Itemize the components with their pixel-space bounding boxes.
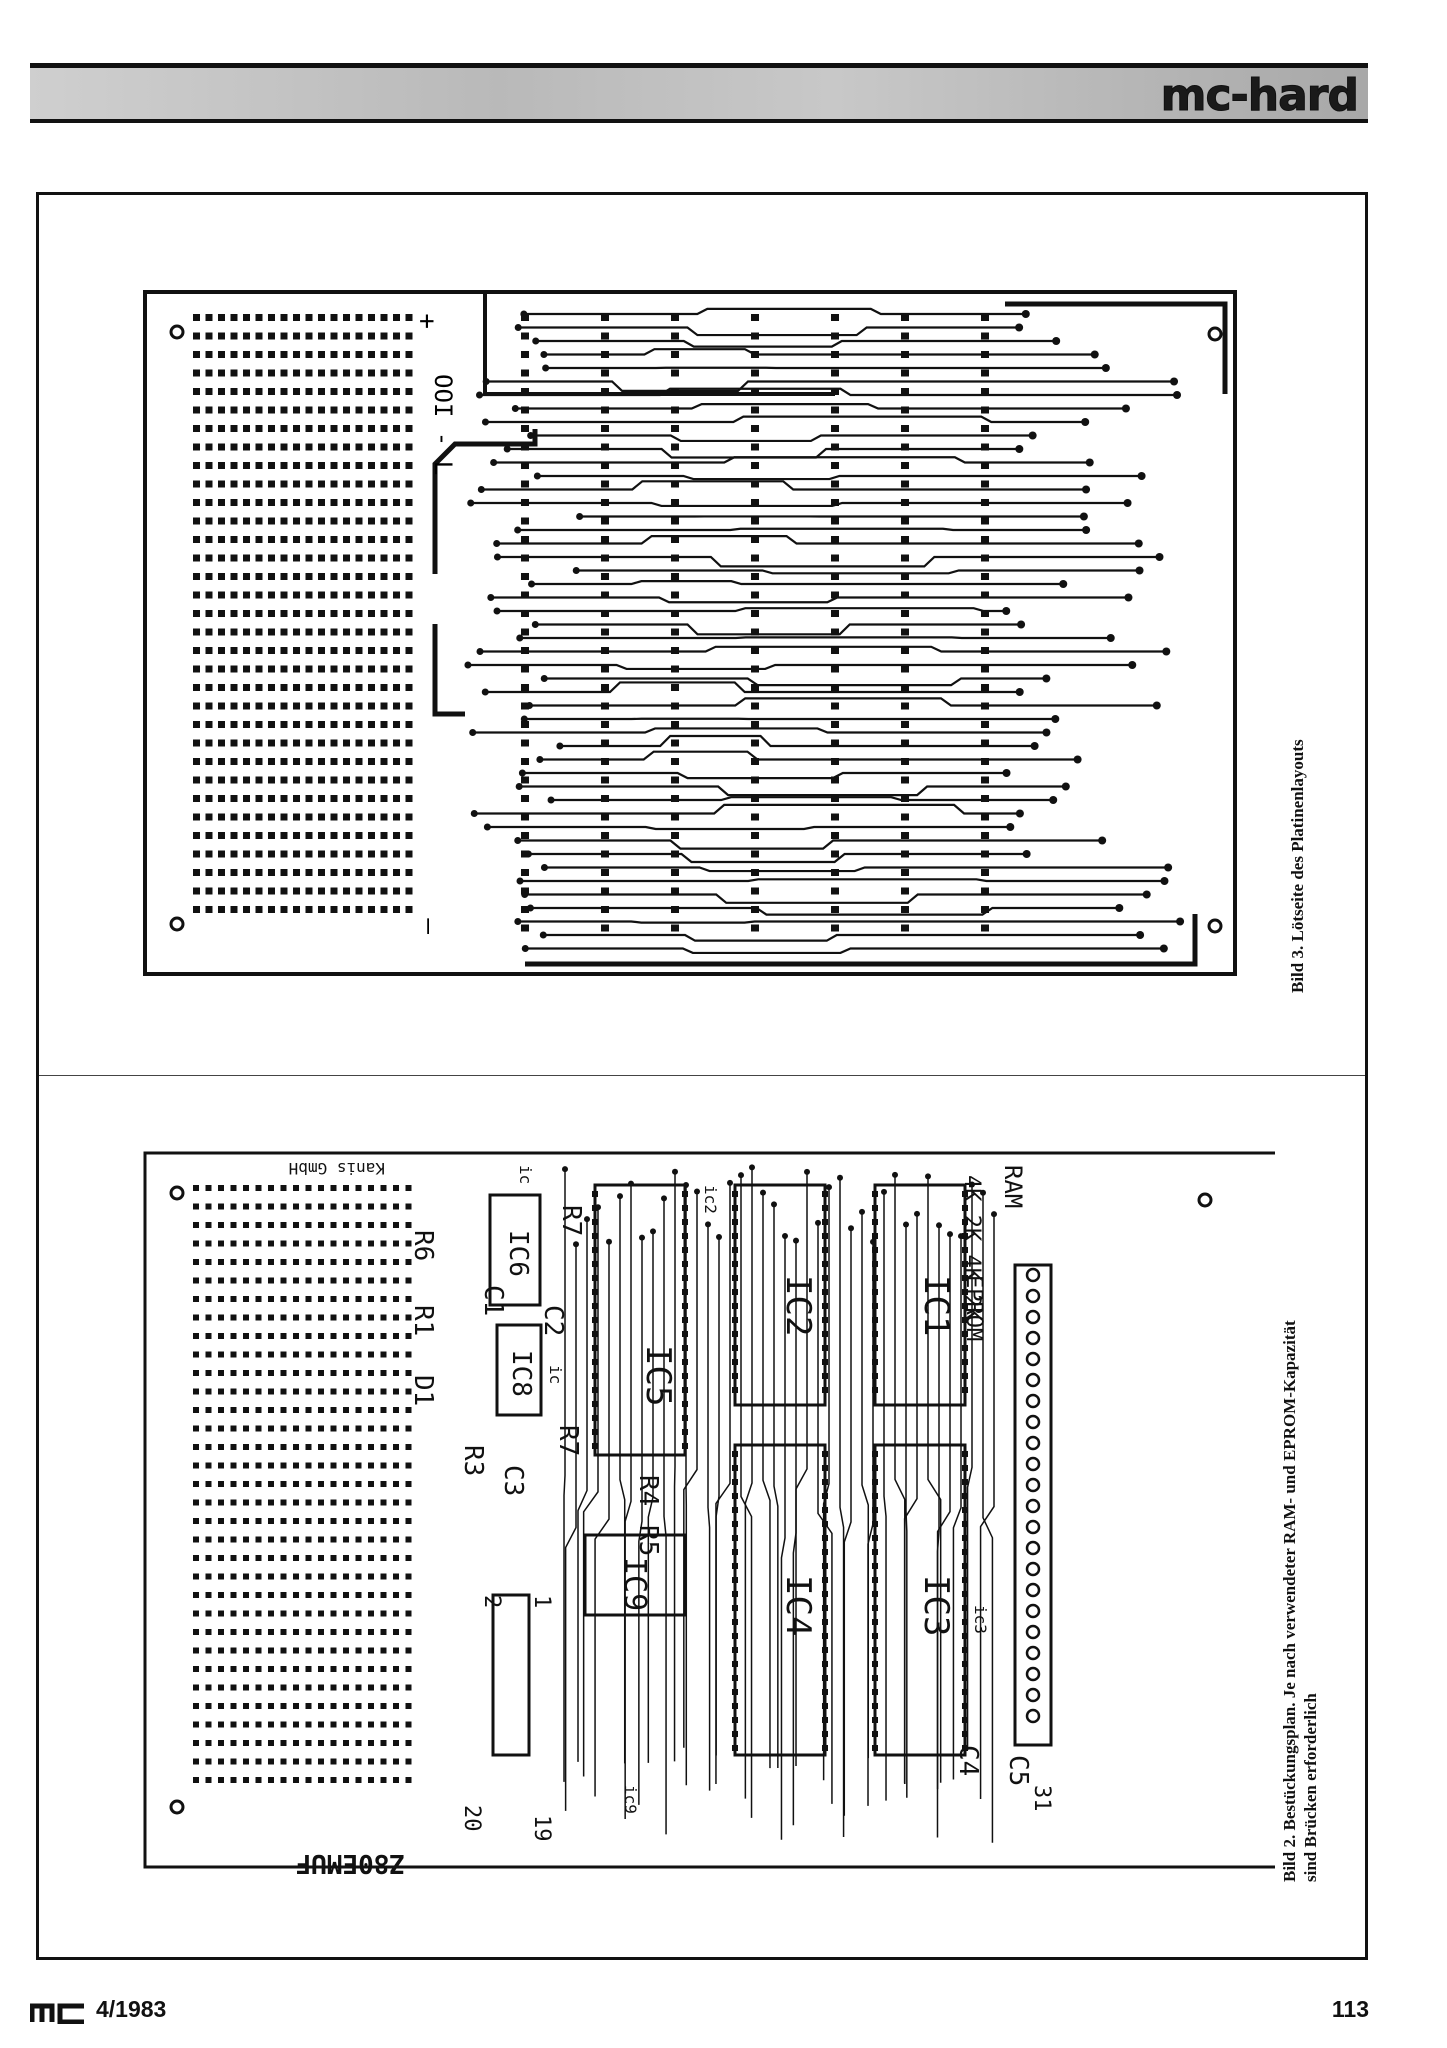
- label-c5: C5: [1003, 1755, 1033, 1786]
- label-pin31: 31: [1029, 1785, 1054, 1812]
- board-outline: [143, 1151, 1275, 1869]
- label-sizes: 4K 2K 4K 2K: [959, 1175, 984, 1321]
- mounting-hole: [169, 916, 185, 932]
- label-r3: R3: [458, 1445, 488, 1476]
- label-board-name: Z80EMUF: [295, 1848, 405, 1875]
- label-eprom: EPROM: [961, 1275, 986, 1341]
- copper-traces: [464, 307, 1185, 955]
- figure-frame: + – OOI - L Bild 3. Lötseite des Platine…: [36, 192, 1368, 1960]
- label-d1: D1: [408, 1375, 438, 1406]
- minus-mark: –: [412, 918, 442, 934]
- mounting-hole: [1207, 918, 1223, 934]
- label-c3: C3: [498, 1465, 528, 1496]
- label-ic-small-4: ic: [546, 1365, 565, 1384]
- label-ic6: IC6: [503, 1230, 533, 1277]
- mounting-hole: [169, 1185, 185, 1201]
- figure-divider: [39, 1075, 1365, 1076]
- ic4-outline: [733, 1443, 827, 1757]
- label-ic5: IC5: [638, 1345, 678, 1406]
- mc-logo: [30, 1998, 88, 2028]
- label-r7b: R7: [553, 1425, 583, 1456]
- label-ic3: IC3: [916, 1575, 956, 1636]
- label-r5: R5: [633, 1525, 663, 1556]
- component-traces: [562, 1164, 997, 1843]
- label-ic9: IC9: [617, 1557, 652, 1611]
- ic9-outline: [583, 1533, 687, 1617]
- label-r1: R1: [408, 1305, 438, 1336]
- label-c2: C2: [538, 1305, 568, 1336]
- plus-mark: +: [412, 313, 442, 329]
- ic-pad-columns: [521, 314, 989, 932]
- label-ic4: IC4: [778, 1575, 818, 1636]
- label-c4: C4: [953, 1745, 983, 1776]
- figure-caption-bottom: Bild 2. Bestückungsplan. Je nach verwend…: [1279, 1320, 1321, 1882]
- mc-logo-icon: [30, 2003, 84, 2024]
- ic-outlines: [488, 1183, 1053, 1757]
- label-ic-small-1: ic2: [701, 1185, 720, 1214]
- component-placement-layout: IC5 IC2 IC1 IC4 IC3 IC9 IC6 IC8 R6 R1 D1…: [105, 1145, 1275, 1875]
- label-c1: C1: [478, 1285, 508, 1316]
- label-ic2: IC2: [778, 1275, 818, 1336]
- solder-side-pcb-drawing: + – OOI - L: [143, 290, 1237, 976]
- label-pin1: 1: [529, 1595, 554, 1608]
- label-r7a: R7: [556, 1205, 586, 1236]
- ic6-outline: [488, 1193, 542, 1307]
- mounting-hole: [1207, 326, 1223, 342]
- mounting-hole: [1197, 1192, 1213, 1208]
- mounting-hole: [169, 324, 185, 340]
- ic3-outline: [873, 1443, 967, 1757]
- ic-pad-columns: [592, 1191, 1041, 1751]
- label-ic1: IC1: [916, 1275, 956, 1336]
- caption-line-1: Bild 2. Bestückungsplan. Je nach verwend…: [1280, 1320, 1299, 1882]
- connector-outline: [491, 1593, 531, 1757]
- caption-text: Bild 3. Lötseite des Platinenlayouts: [1288, 739, 1307, 993]
- board-outline: [143, 290, 1237, 976]
- mounting-hole: [169, 1799, 185, 1815]
- page-number: 113: [1331, 1996, 1369, 2022]
- header-banner: mc-hard: [30, 63, 1368, 123]
- caption-line-2: sind Brücken erforderlich: [1301, 1693, 1320, 1882]
- label-pin2: 2: [479, 1595, 504, 1608]
- label-ic8: IC8: [506, 1350, 536, 1397]
- board-id-mark: OOI - L: [429, 374, 457, 475]
- label-ic-small-2: ic3: [971, 1605, 990, 1634]
- issue-number: 4/1983: [96, 1996, 167, 2022]
- label-pin20: 20: [459, 1805, 484, 1832]
- label-ram: RAM: [999, 1165, 1027, 1208]
- label-r4: R4: [633, 1475, 663, 1506]
- component-placement-drawing: IC5 IC2 IC1 IC4 IC3 IC9 IC6 IC8 R6 R1 D1…: [143, 1151, 1275, 1875]
- section-tag: mc-hard: [1160, 70, 1359, 122]
- bus-connector-outline: [1013, 1263, 1053, 1747]
- label-ic-small-3: ic9: [621, 1785, 640, 1814]
- label-manufacturer: Kanis GmbH: [289, 1159, 385, 1178]
- prototype-pad-grid: [193, 314, 413, 913]
- label-pin19: 19: [529, 1815, 554, 1842]
- ic8-outline: [495, 1323, 543, 1417]
- prototype-pad-grid: [193, 1185, 412, 1783]
- label-r6: R6: [408, 1230, 438, 1261]
- figure-caption-top: Bild 3. Lötseite des Platinenlayouts: [1287, 739, 1308, 993]
- solder-side-layout: + – OOI - L: [105, 274, 1275, 990]
- label-ic-small-5: ic: [516, 1165, 535, 1184]
